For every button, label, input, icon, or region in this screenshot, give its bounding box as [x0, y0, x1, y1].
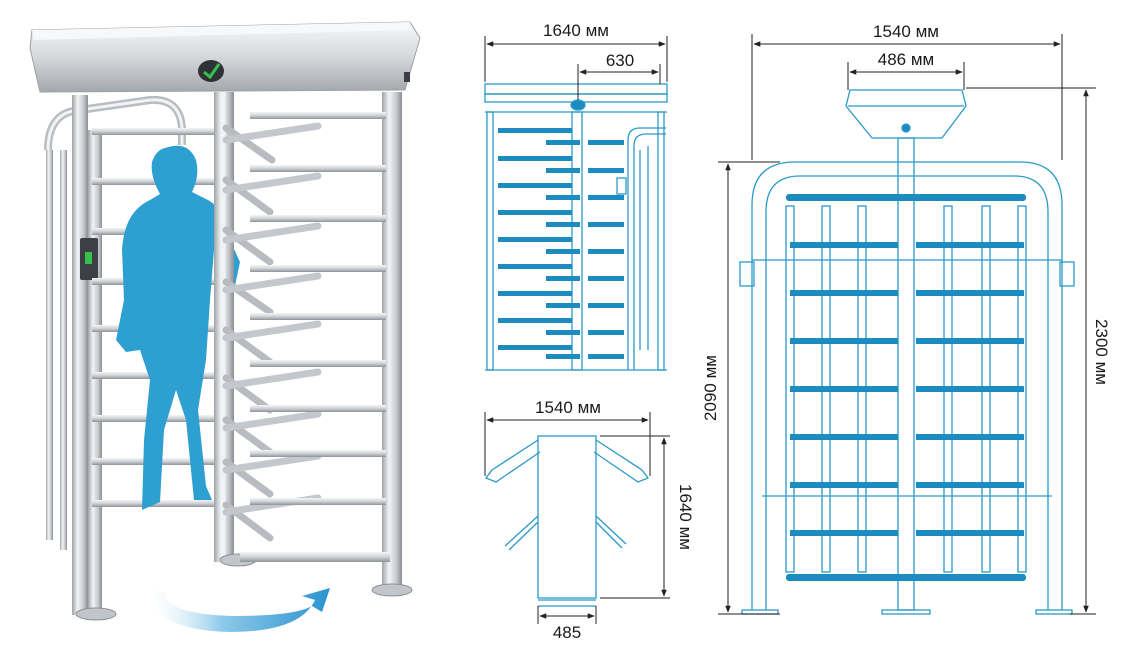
front-view-dimensions	[718, 34, 1096, 615]
right-panel-bars	[240, 112, 390, 562]
top-base-label: 485	[553, 623, 581, 642]
person-silhouette	[116, 145, 240, 510]
side-view-bars	[498, 128, 624, 359]
front-total-height-label: 2300 мм	[1092, 319, 1111, 385]
logo-badge	[198, 60, 224, 82]
side-width-label: 1640 мм	[543, 21, 609, 40]
top-depth-label: 1640 мм	[676, 484, 695, 550]
front-frame-height-label: 2090 мм	[701, 355, 720, 421]
indicator-light	[85, 252, 92, 264]
rotor-arms	[222, 122, 322, 542]
rotation-arrow	[150, 588, 330, 632]
turnstile-render	[29, 21, 421, 632]
side-view-dimensions	[484, 36, 668, 100]
top-width-label: 1540 мм	[535, 398, 601, 417]
top-view-dimensions	[484, 412, 670, 624]
side-view	[484, 83, 668, 371]
front-width-label: 1540 мм	[873, 22, 939, 41]
front-head-label: 486 мм	[878, 50, 934, 69]
top-view	[484, 435, 650, 607]
front-view-bars	[786, 194, 1026, 581]
side-offset-label: 630	[606, 51, 634, 70]
